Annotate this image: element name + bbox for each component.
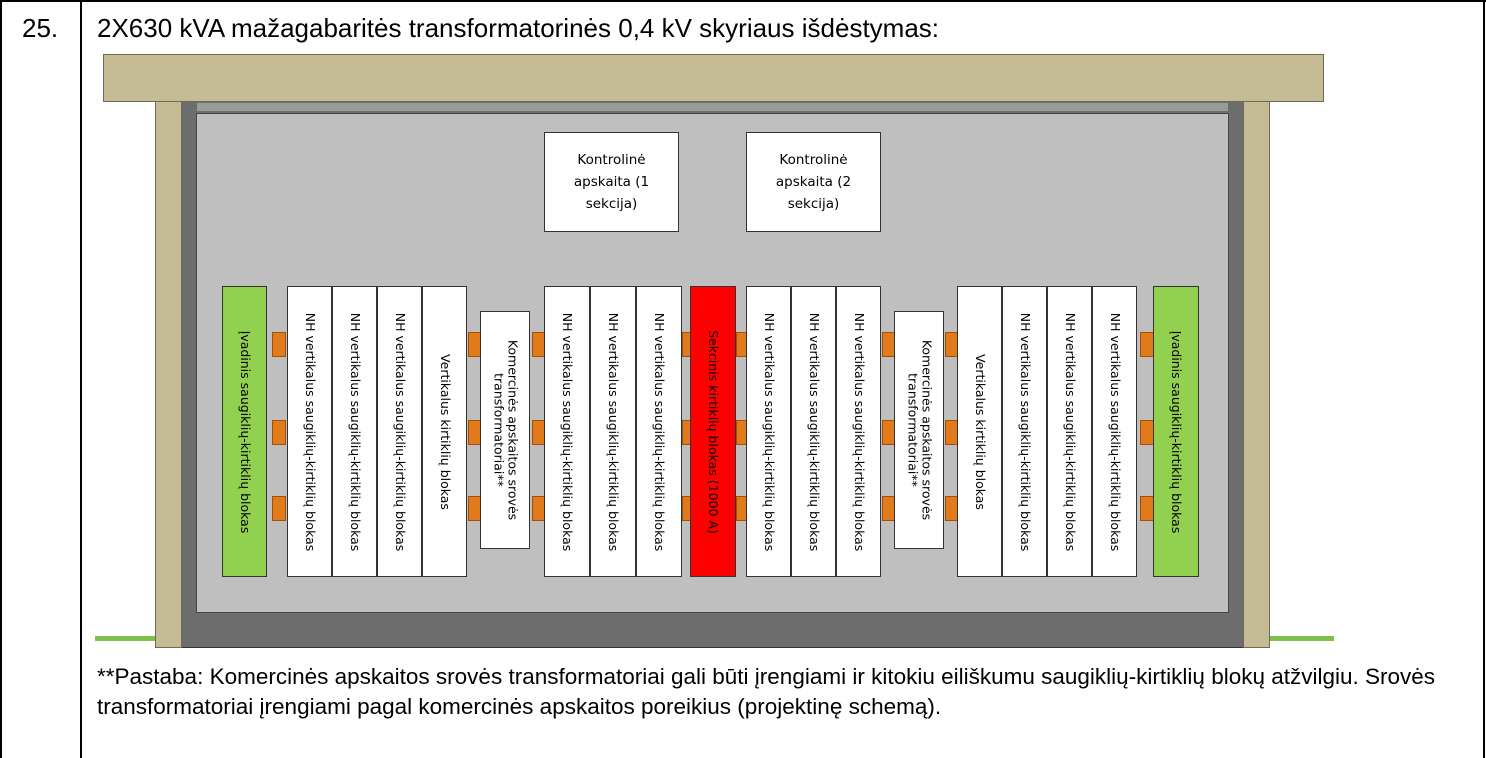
switchgear-block-label: Įvadinis saugiklių-kirtiklių blokas xyxy=(1169,330,1185,533)
row-title: 2X630 kVA mažagabaritės transformatorinė… xyxy=(97,13,940,43)
switchgear-block-label: NH vertikalus saugiklių-kirtiklių blokas xyxy=(1017,312,1033,551)
switchgear-block-label: NH vertikalus saugiklių-kirtiklių blokas xyxy=(851,312,867,551)
switchgear-block-label: Komercinės apskaitos srovės transformato… xyxy=(905,339,935,521)
right-pillar xyxy=(1243,100,1270,648)
switchgear-block-label: NH vertikalus saugiklių-kirtiklių blokas xyxy=(806,312,822,551)
busbar-link xyxy=(271,332,286,357)
switchgear-block: NH vertikalus saugiklių-kirtiklių blokas xyxy=(746,286,791,577)
switchgear-block-label: Sekcinis kirtiklių blokas (1000 A) xyxy=(706,329,722,534)
table-top-border xyxy=(0,0,1486,2)
busbar-link xyxy=(1139,332,1154,357)
switchgear-block-label: NH vertikalus saugiklių-kirtiklių blokas xyxy=(560,312,576,551)
switchgear-block-label: NH vertikalus saugiklių-kirtiklių blokas xyxy=(1107,312,1123,551)
busbar-link xyxy=(271,420,286,445)
switchgear-block: NH vertikalus saugiklių-kirtiklių blokas xyxy=(590,286,636,577)
switchgear-block: NH vertikalus saugiklių-kirtiklių blokas xyxy=(636,286,682,577)
busbar-link xyxy=(1139,496,1154,521)
switchgear-block-label: NH vertikalus saugiklių-kirtiklių blokas xyxy=(606,312,622,551)
table-right-border xyxy=(1483,0,1485,758)
switchgear-block-label: NH vertikalus saugiklių-kirtiklių blokas xyxy=(652,312,668,551)
roof xyxy=(103,54,1324,102)
switchgear-block: NH vertikalus saugiklių-kirtiklių blokas xyxy=(332,286,377,577)
switchgear-block-label: Komercinės apskaitos srovės transformato… xyxy=(491,339,521,521)
row-number: 25. xyxy=(22,13,59,43)
switchgear-block-label: NH vertikalus saugiklių-kirtiklių blokas xyxy=(347,312,363,551)
switchgear-block: NH vertikalus saugiklių-kirtiklių blokas xyxy=(1002,286,1047,577)
switchgear-block-label: NH vertikalus saugiklių-kirtiklių blokas xyxy=(392,312,408,551)
busbar-link xyxy=(271,496,286,521)
ground-left xyxy=(95,636,157,641)
switchgear-block: NH vertikalus saugiklių-kirtiklių blokas xyxy=(287,286,332,577)
switchgear-block: Vertikalus kirtiklių blokas xyxy=(422,286,467,577)
table-column-divider xyxy=(80,0,82,758)
left-pillar xyxy=(155,100,182,648)
metering-box-section-1: Kontrolinė apskaita (1 sekcija) xyxy=(544,132,679,232)
switchgear-block: Vertikalus kirtiklių blokas xyxy=(957,286,1002,577)
switchgear-block-label: Vertikalus kirtiklių blokas xyxy=(437,353,453,510)
metering-box-section-2: Kontrolinė apskaita (2 sekcija) xyxy=(746,132,881,232)
switchgear-block: NH vertikalus saugiklių-kirtiklių blokas xyxy=(836,286,881,577)
switchgear-block-label: NH vertikalus saugiklių-kirtiklių blokas xyxy=(761,312,777,551)
switchgear-block-label: Įvadinis saugiklių-kirtiklių blokas xyxy=(237,330,253,533)
switchgear-block: Komercinės apskaitos srovės transformato… xyxy=(480,311,530,549)
switchgear-block: Sekcinis kirtiklių blokas (1000 A) xyxy=(690,286,736,577)
footnote: **Pastaba: Komercinės apskaitos srovės t… xyxy=(97,664,1436,719)
switchgear-block: NH vertikalus saugiklių-kirtiklių blokas xyxy=(377,286,422,577)
switchgear-block-label: NH vertikalus saugiklių-kirtiklių blokas xyxy=(302,312,318,551)
ground-right xyxy=(1270,636,1334,641)
switchgear-block-label: NH vertikalus saugiklių-kirtiklių blokas xyxy=(1062,312,1078,551)
busbar-link xyxy=(1139,420,1154,445)
switchgear-block-label: Vertikalus kirtiklių blokas xyxy=(972,353,988,510)
switchgear-block: NH vertikalus saugiklių-kirtiklių blokas xyxy=(791,286,836,577)
switchgear-block: NH vertikalus saugiklių-kirtiklių blokas xyxy=(544,286,590,577)
switchgear-block: Įvadinis saugiklių-kirtiklių blokas xyxy=(1153,286,1199,577)
switchgear-block: NH vertikalus saugiklių-kirtiklių blokas xyxy=(1047,286,1092,577)
switchgear-block: Komercinės apskaitos srovės transformato… xyxy=(894,311,944,549)
table-left-border xyxy=(0,0,2,758)
wall-top-strip xyxy=(197,103,1228,111)
switchgear-block: Įvadinis saugiklių-kirtiklių blokas xyxy=(222,286,267,577)
switchgear-block: NH vertikalus saugiklių-kirtiklių blokas xyxy=(1092,286,1137,577)
